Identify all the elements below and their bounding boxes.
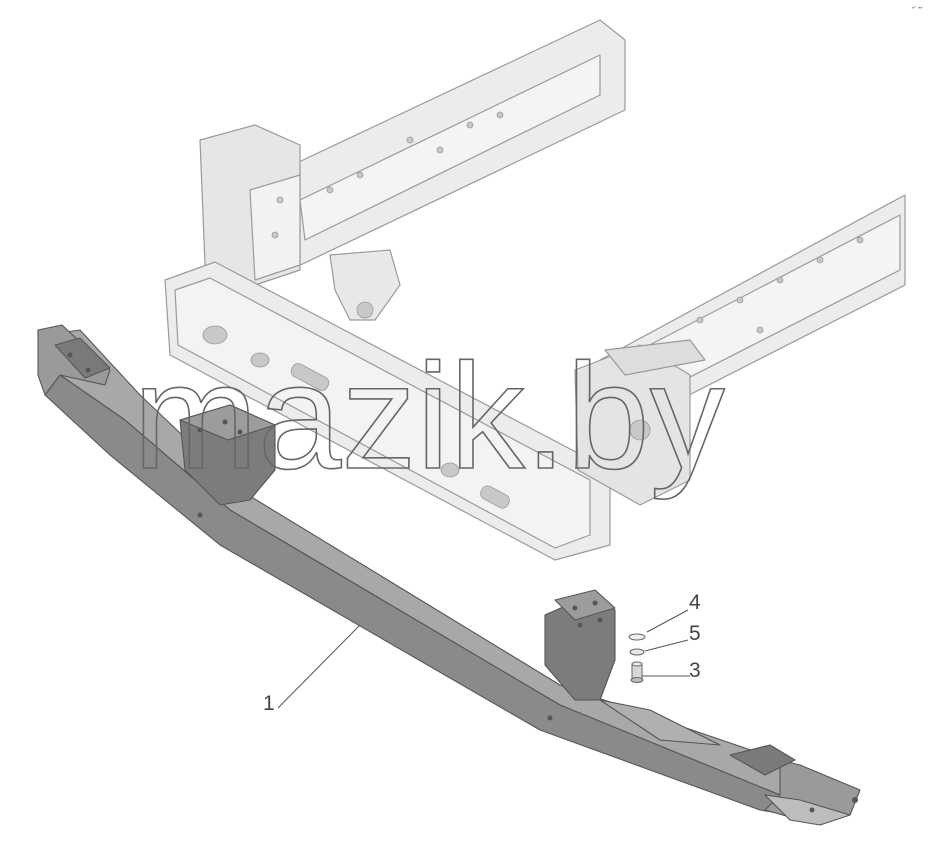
front-bumper [37, 324, 861, 826]
right-bracket-plate [604, 339, 706, 376]
bumper-right-bracket-top [554, 589, 616, 621]
chassis-frame [164, 19, 906, 561]
bolt [630, 661, 644, 683]
spring-hanger [329, 249, 401, 321]
bumper-inner-tray [599, 699, 721, 746]
bumper-left-bracket-top [179, 404, 276, 441]
leader-line-4 [646, 609, 689, 633]
leader-line-5 [644, 639, 689, 652]
bumper-right-pad [729, 744, 796, 776]
callout-4: 4 [689, 591, 701, 614]
callout-5: 5 [689, 622, 701, 645]
bumper-right-end-face [764, 794, 851, 826]
leader-lines [277, 609, 690, 709]
leader-line-1 [277, 624, 361, 709]
callout-1: 1 [263, 692, 275, 715]
corner-mark: •° •• [912, 6, 922, 12]
bumper-holes [67, 352, 858, 813]
frame-holes [202, 111, 864, 509]
callout-3: 3 [689, 659, 701, 682]
spring-washer [629, 648, 645, 656]
watermark-text: mazik.by [133, 332, 725, 500]
left-frame-plate [249, 174, 301, 281]
fastener-group [628, 633, 646, 683]
left-frame-rail-inner [299, 54, 601, 241]
front-cross-member-face [174, 277, 591, 549]
flat-washer [628, 633, 646, 641]
bumper-left-pad [54, 337, 111, 379]
